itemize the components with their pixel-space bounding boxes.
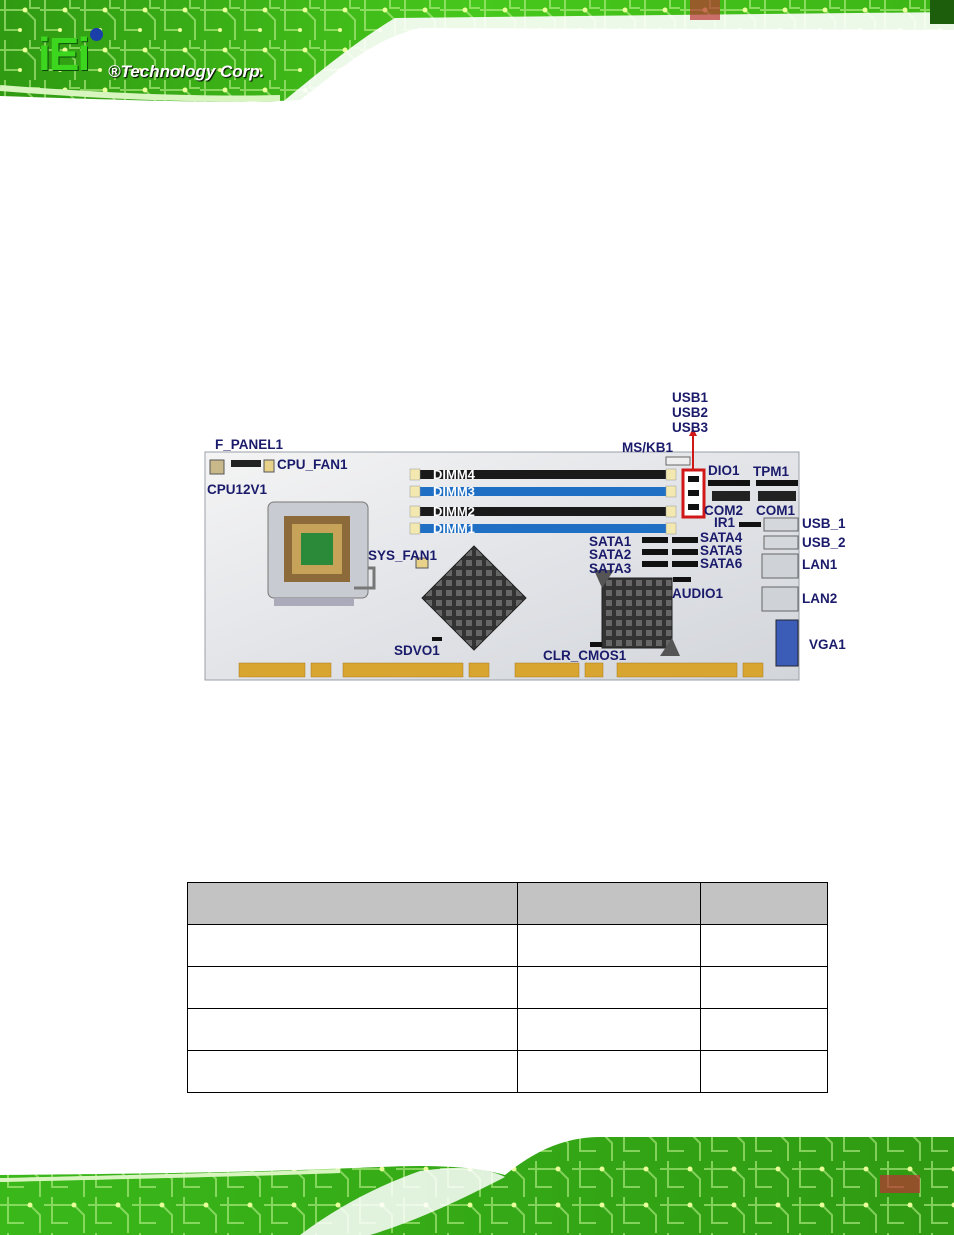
label-lan1: LAN1: [802, 557, 838, 572]
edge-connector: [238, 662, 764, 678]
label-cpu-fan1: CPU_FAN1: [277, 457, 348, 472]
label-com2: COM2: [704, 503, 743, 518]
connector-table: [186, 882, 828, 1093]
table-header-row: [186, 882, 828, 925]
table-cell: [700, 924, 828, 967]
sata-connectors: [642, 537, 698, 567]
table-cell: [700, 1008, 828, 1051]
logo-mark: iEi: [38, 28, 90, 80]
label-dimm2: DIMM2: [433, 504, 475, 519]
sdvo1-header: [432, 637, 442, 641]
table-row: [186, 1008, 828, 1051]
table-header-cell: [186, 882, 519, 925]
board-layout-diagram: DIMM4 DIMM3 DIMM2 DIMM1: [204, 388, 856, 683]
lan2-port: [761, 586, 799, 612]
label-sata1: SATA1: [589, 534, 632, 549]
lan1-port: [761, 553, 799, 579]
label-sys-fan1: SYS_FAN1: [368, 548, 438, 563]
label-usb2: USB2: [672, 405, 708, 420]
vga1-port: [775, 619, 799, 667]
label-dimm1: DIMM1: [433, 521, 475, 536]
label-sata6: SATA6: [700, 556, 743, 571]
audio1-header: [673, 577, 691, 582]
label-dio1: DIO1: [708, 463, 740, 478]
com1-header: [758, 491, 796, 501]
table-cell: [700, 966, 828, 1009]
label-audio1: AUDIO1: [672, 586, 723, 601]
cpu-fan1-connector: [263, 459, 275, 473]
label-sata5: SATA5: [700, 543, 743, 558]
logo-dot-icon: [90, 28, 103, 41]
southbridge-heatsink: [594, 570, 680, 656]
table-header-cell: [517, 882, 702, 925]
label-sata4: SATA4: [700, 530, 743, 545]
tpm1-header: [756, 480, 798, 486]
label-usb-1: USB_1: [802, 516, 846, 531]
f-panel1-header: [231, 460, 261, 467]
usb-1-port: [763, 517, 799, 532]
circuit-board-background: [0, 0, 954, 112]
table-cell: [186, 1050, 519, 1093]
table-cell: [700, 1050, 828, 1093]
cpu12v1-connector: [209, 459, 225, 475]
table-row: [186, 924, 828, 967]
header-banner: iEi ®Technology Corp.: [0, 0, 954, 112]
label-tpm1: TPM1: [753, 464, 789, 479]
dimm-slots: [409, 468, 677, 535]
label-ms-kb1: MS/KB1: [622, 440, 673, 455]
label-dimm3: DIMM3: [433, 484, 475, 499]
circuit-board-background: [0, 1125, 954, 1235]
usb-headers-highlight: [681, 428, 706, 519]
table-cell: [517, 966, 702, 1009]
clr-cmos1-jumper: [590, 642, 602, 647]
label-sdvo1: SDVO1: [394, 643, 440, 658]
company-name: ®Technology Corp.: [108, 62, 265, 81]
label-usb-2: USB_2: [802, 535, 846, 550]
label-cpu12v1: CPU12V1: [207, 482, 268, 497]
sys-fan1-connector: [415, 557, 429, 569]
ir1-header: [739, 522, 761, 527]
usb-2-port: [763, 535, 799, 550]
label-clr-cmos1: CLR_CMOS1: [543, 648, 627, 663]
com2-header: [712, 491, 750, 501]
label-f-panel1: F_PANEL1: [215, 437, 284, 452]
label-lan2: LAN2: [802, 591, 837, 606]
label-dimm4: DIMM4: [433, 467, 476, 482]
ms-kb1-connector: [665, 456, 691, 466]
table-cell: [186, 966, 519, 1009]
label-vga1: VGA1: [809, 637, 846, 652]
label-sata2: SATA2: [589, 547, 631, 562]
footer-banner: [0, 1125, 954, 1235]
label-usb3: USB3: [672, 420, 709, 435]
table-header-cell: [700, 882, 828, 925]
table-cell: [517, 924, 702, 967]
table-cell: [186, 924, 519, 967]
table-cell: [186, 1008, 519, 1051]
cpu-socket: [267, 501, 376, 606]
label-usb1: USB1: [672, 390, 709, 405]
table-cell: [517, 1050, 702, 1093]
label-com1: COM1: [756, 503, 795, 518]
label-sata3: SATA3: [589, 561, 632, 576]
table-cell: [517, 1008, 702, 1051]
table-row: [186, 1050, 828, 1093]
dio1-header: [708, 480, 750, 486]
label-ir1: IR1: [714, 515, 736, 530]
table-row: [186, 966, 828, 1009]
northbridge-heatsink: [421, 545, 527, 651]
